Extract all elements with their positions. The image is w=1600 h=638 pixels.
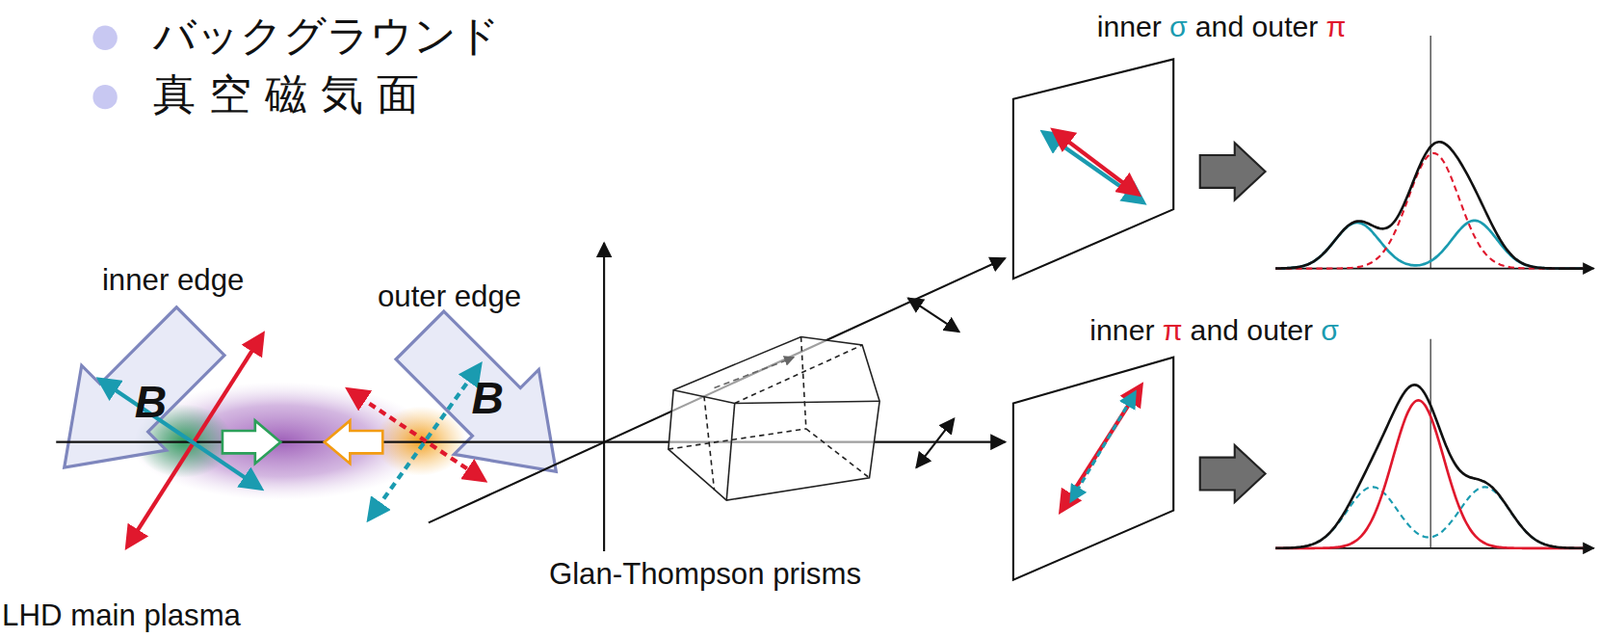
prism-label: Glan-Thompson prisms xyxy=(549,557,862,591)
spectrum-curve xyxy=(1275,220,1584,269)
pi-polarization xyxy=(1061,385,1142,510)
plasma-label: LHD main plasma xyxy=(1,599,241,632)
view-direction xyxy=(222,419,281,463)
spectrum-curve xyxy=(1275,384,1584,548)
result-arrow xyxy=(1200,142,1266,200)
region-label: outer edge xyxy=(377,280,522,314)
sigma-polarization xyxy=(368,365,479,519)
field-symbol: B xyxy=(134,377,167,427)
bullet xyxy=(92,84,117,109)
heading-part: inner xyxy=(1097,10,1162,43)
spectrum-center xyxy=(1430,35,1432,269)
spectrum-heading: innerπand outerσ xyxy=(1089,314,1339,346)
heading-part: and outer xyxy=(1195,10,1319,43)
spectrum-curve xyxy=(1275,153,1584,269)
bullet xyxy=(92,25,117,50)
spectrum-curve xyxy=(1275,141,1584,268)
glan-thompson-prism xyxy=(668,337,880,500)
field-symbol: B xyxy=(471,373,503,423)
heading-part: π xyxy=(1326,10,1347,43)
spectrum-heading: innerσand outerπ xyxy=(1097,10,1347,43)
pi-polarization xyxy=(1053,131,1138,195)
polarization-direction xyxy=(916,418,954,468)
bullet-text: バックグラウンド xyxy=(153,12,500,60)
spectrum-center xyxy=(1430,339,1432,549)
heading-part: π xyxy=(1162,314,1183,346)
ray xyxy=(714,357,795,389)
heading-part: σ xyxy=(1169,10,1188,43)
sigma-polarization xyxy=(1071,393,1135,500)
bullet-text: 真空磁気面 xyxy=(153,71,433,119)
detector-plane xyxy=(1013,58,1174,279)
polarization-direction xyxy=(908,297,960,332)
axis xyxy=(603,242,605,551)
spectrum-curve xyxy=(1275,399,1584,548)
heading-part: and outer xyxy=(1190,314,1314,346)
magnetic-field-arrow xyxy=(64,307,225,468)
pi-polarization xyxy=(1064,138,1131,189)
heading-part: inner xyxy=(1089,314,1155,346)
region-label: inner edge xyxy=(102,263,244,297)
sigma-polarization xyxy=(1044,132,1144,203)
result-arrow xyxy=(1200,445,1266,502)
heading-part: σ xyxy=(1320,314,1339,346)
detector-plane xyxy=(1013,357,1174,580)
view-direction xyxy=(324,419,383,463)
